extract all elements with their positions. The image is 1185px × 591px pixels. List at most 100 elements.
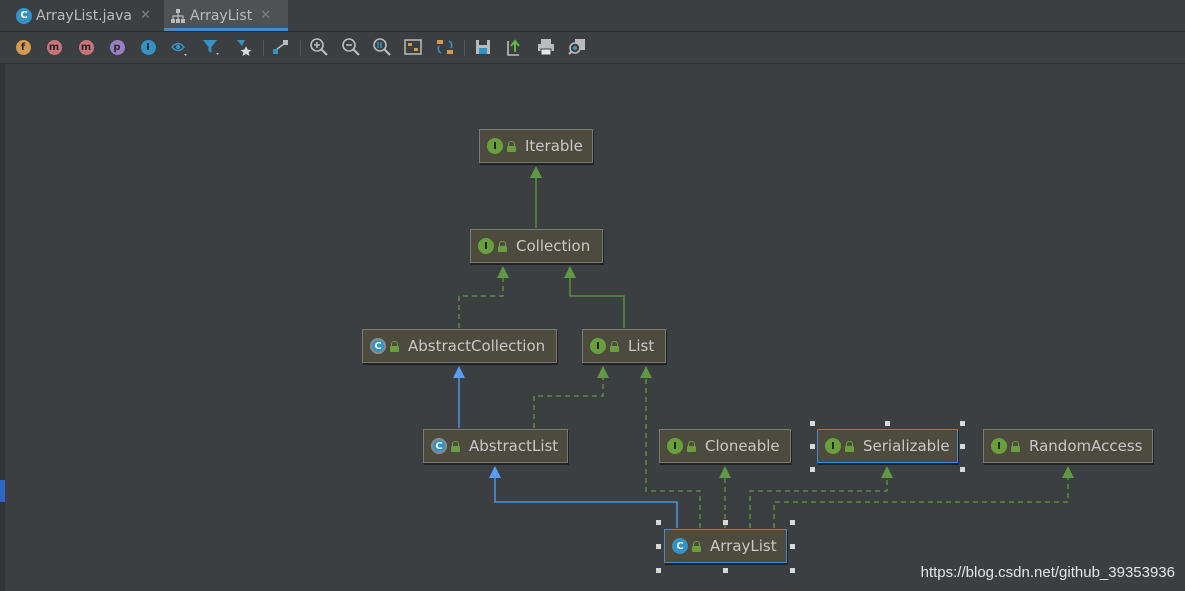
arrow-head (1062, 466, 1074, 478)
layout-icon[interactable] (271, 37, 291, 57)
resize-handle[interactable] (810, 444, 815, 449)
node-label: Cloneable (705, 437, 780, 455)
resize-handle[interactable] (885, 421, 890, 426)
toolbar-separator (263, 40, 264, 56)
node-label: RandomAccess (1029, 437, 1143, 455)
print-icon[interactable] (536, 37, 556, 57)
edge-arraylist-randomaccess (773, 478, 1069, 528)
node-array-list[interactable]: C ArrayList (664, 529, 787, 563)
arrow-head (497, 266, 509, 278)
watermark: https://blog.csdn.net/github_39353936 (920, 564, 1175, 581)
close-icon[interactable]: ✕ (260, 8, 272, 23)
node-random-access[interactable]: I RandomAccess (983, 429, 1153, 463)
interface-icon: I (825, 438, 841, 454)
actual-size-icon[interactable] (372, 37, 392, 57)
resize-handle[interactable] (960, 421, 965, 426)
resize-handle[interactable] (960, 444, 965, 449)
export-icon[interactable] (504, 37, 524, 57)
visibility-icon[interactable] (170, 37, 190, 57)
tab-arraylist-diagram[interactable]: ArrayList ✕ (164, 0, 288, 31)
tab-arraylist-java[interactable]: C ArrayList.java ✕ (10, 0, 160, 31)
class-icon: C (16, 7, 32, 24)
interface-icon: I (991, 438, 1007, 454)
edge-abstractlist-list (533, 378, 604, 428)
properties-icon[interactable]: p (107, 37, 127, 57)
editor-tab-bar: C ArrayList.java ✕ ArrayList ✕ (0, 0, 1185, 32)
resize-handle[interactable] (810, 467, 815, 472)
abstract-class-icon: C (370, 338, 386, 354)
class-icon: C (672, 538, 688, 554)
left-panel-edge (0, 64, 5, 591)
tab-label: ArrayList.java (36, 7, 132, 24)
edge-arraylist-serializable (749, 478, 888, 528)
arrow-head (453, 366, 465, 378)
methods-icon[interactable]: m (76, 37, 96, 57)
public-lock-icon (390, 340, 400, 352)
diagram-canvas[interactable] (5, 64, 1185, 591)
interface-icon: I (487, 138, 503, 154)
inner-classes-icon[interactable]: I (138, 37, 158, 57)
apply-layout-icon[interactable] (435, 37, 455, 57)
resize-handle[interactable] (810, 421, 815, 426)
arrow-head (489, 466, 501, 478)
node-collection[interactable]: I Collection (470, 229, 603, 263)
public-lock-icon (610, 340, 620, 352)
edge-arraylist-list (645, 378, 701, 528)
save-icon[interactable] (473, 37, 493, 57)
resize-handle[interactable] (656, 568, 661, 573)
node-label: List (628, 337, 655, 355)
public-lock-icon (687, 440, 697, 452)
toolbar-separator (464, 40, 465, 56)
node-label: Serializable (863, 437, 950, 455)
resize-handle[interactable] (656, 520, 661, 525)
resize-handle[interactable] (790, 520, 795, 525)
resize-handle[interactable] (723, 520, 728, 525)
edge-arraylist-abstractlist (494, 478, 678, 528)
zoom-in-icon[interactable] (309, 37, 329, 57)
node-label: ArrayList (710, 537, 777, 555)
interface-icon: I (590, 338, 606, 354)
arrow-head (881, 466, 893, 478)
preview-icon[interactable] (567, 37, 587, 57)
node-abstract-collection[interactable]: C AbstractCollection (362, 329, 557, 363)
node-iterable[interactable]: I Iterable (479, 129, 593, 163)
public-lock-icon (845, 440, 855, 452)
close-icon[interactable]: ✕ (139, 8, 151, 23)
node-label: AbstractCollection (408, 337, 546, 355)
resize-handle[interactable] (790, 568, 795, 573)
arrow-head (564, 266, 576, 278)
edge-abstractcollection-collection (458, 278, 504, 328)
diagram-toolbar: f m m p I (0, 32, 1185, 64)
resize-handle[interactable] (960, 467, 965, 472)
node-label: AbstractList (469, 437, 559, 455)
arrow-head (597, 366, 609, 378)
arrow-head (640, 366, 652, 378)
hierarchy-icon (170, 8, 186, 24)
public-lock-icon (507, 140, 517, 152)
public-lock-icon (1011, 440, 1021, 452)
pin-icon[interactable] (233, 37, 253, 57)
node-list[interactable]: I List (582, 329, 666, 363)
filter-icon[interactable] (201, 37, 221, 57)
constructors-icon[interactable]: m (44, 37, 64, 57)
fields-icon[interactable]: f (13, 37, 33, 57)
interface-icon: I (667, 438, 683, 454)
fit-content-icon[interactable] (403, 37, 423, 57)
resize-handle[interactable] (656, 544, 661, 549)
interface-icon: I (478, 238, 494, 254)
arrow-head (719, 466, 731, 478)
node-label: Collection (516, 237, 591, 255)
arrow-head (530, 166, 542, 178)
node-cloneable[interactable]: I Cloneable (659, 429, 791, 463)
public-lock-icon (692, 540, 702, 552)
public-lock-icon (451, 440, 461, 452)
edge-list-collection (569, 278, 625, 328)
resize-handle[interactable] (790, 544, 795, 549)
node-abstract-list[interactable]: C AbstractList (423, 429, 568, 463)
toolbar-separator (300, 40, 301, 56)
zoom-out-icon[interactable] (341, 37, 361, 57)
abstract-class-icon: C (431, 438, 447, 454)
resize-handle[interactable] (723, 568, 728, 573)
node-serializable[interactable]: I Serializable (817, 429, 958, 463)
